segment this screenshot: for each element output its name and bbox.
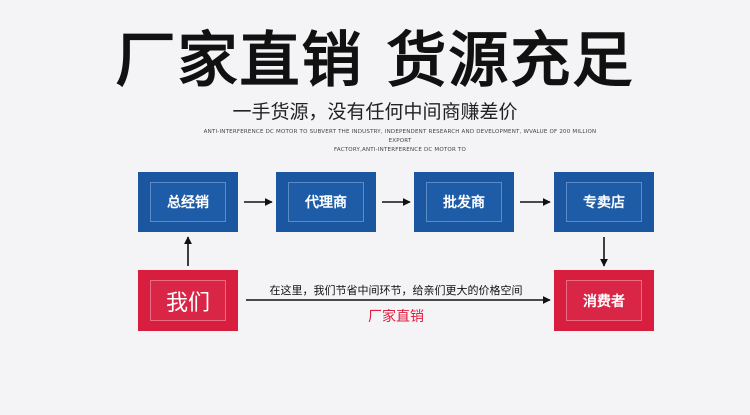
headline: 厂家直销 货源充足 (115, 26, 635, 96)
box-us: 我们 (138, 270, 238, 331)
english-tagline: ANTI-INTERFERENCE DC MOTOR TO SUBVERT TH… (200, 128, 600, 155)
box-general-distributor-label: 总经销 (150, 182, 226, 222)
box-agent: 代理商 (276, 172, 376, 232)
box-consumer: 消费者 (554, 270, 654, 331)
box-wholesaler: 批发商 (414, 172, 514, 232)
box-agent-label: 代理商 (288, 182, 364, 222)
direct-note: 在这里，我们节省中间环节，给亲们更大的价格空间 (269, 284, 523, 297)
box-wholesaler-label: 批发商 (426, 182, 502, 222)
box-general-distributor: 总经销 (138, 172, 238, 232)
box-us-label: 我们 (150, 280, 226, 321)
direct-label: 厂家直销 (368, 309, 424, 325)
box-store-label: 专卖店 (566, 182, 642, 222)
english-tagline-line-2: FACTORY,ANTI-INTERFERENCE DC MOTOR TO (333, 147, 467, 153)
box-store: 专卖店 (554, 172, 654, 232)
english-tagline-line-1: ANTI-INTERFERENCE DC MOTOR TO SUBVERT TH… (203, 129, 597, 144)
subheadline: 一手货源，没有任何中间商赚差价 (232, 101, 518, 123)
box-consumer-label: 消费者 (566, 280, 642, 321)
